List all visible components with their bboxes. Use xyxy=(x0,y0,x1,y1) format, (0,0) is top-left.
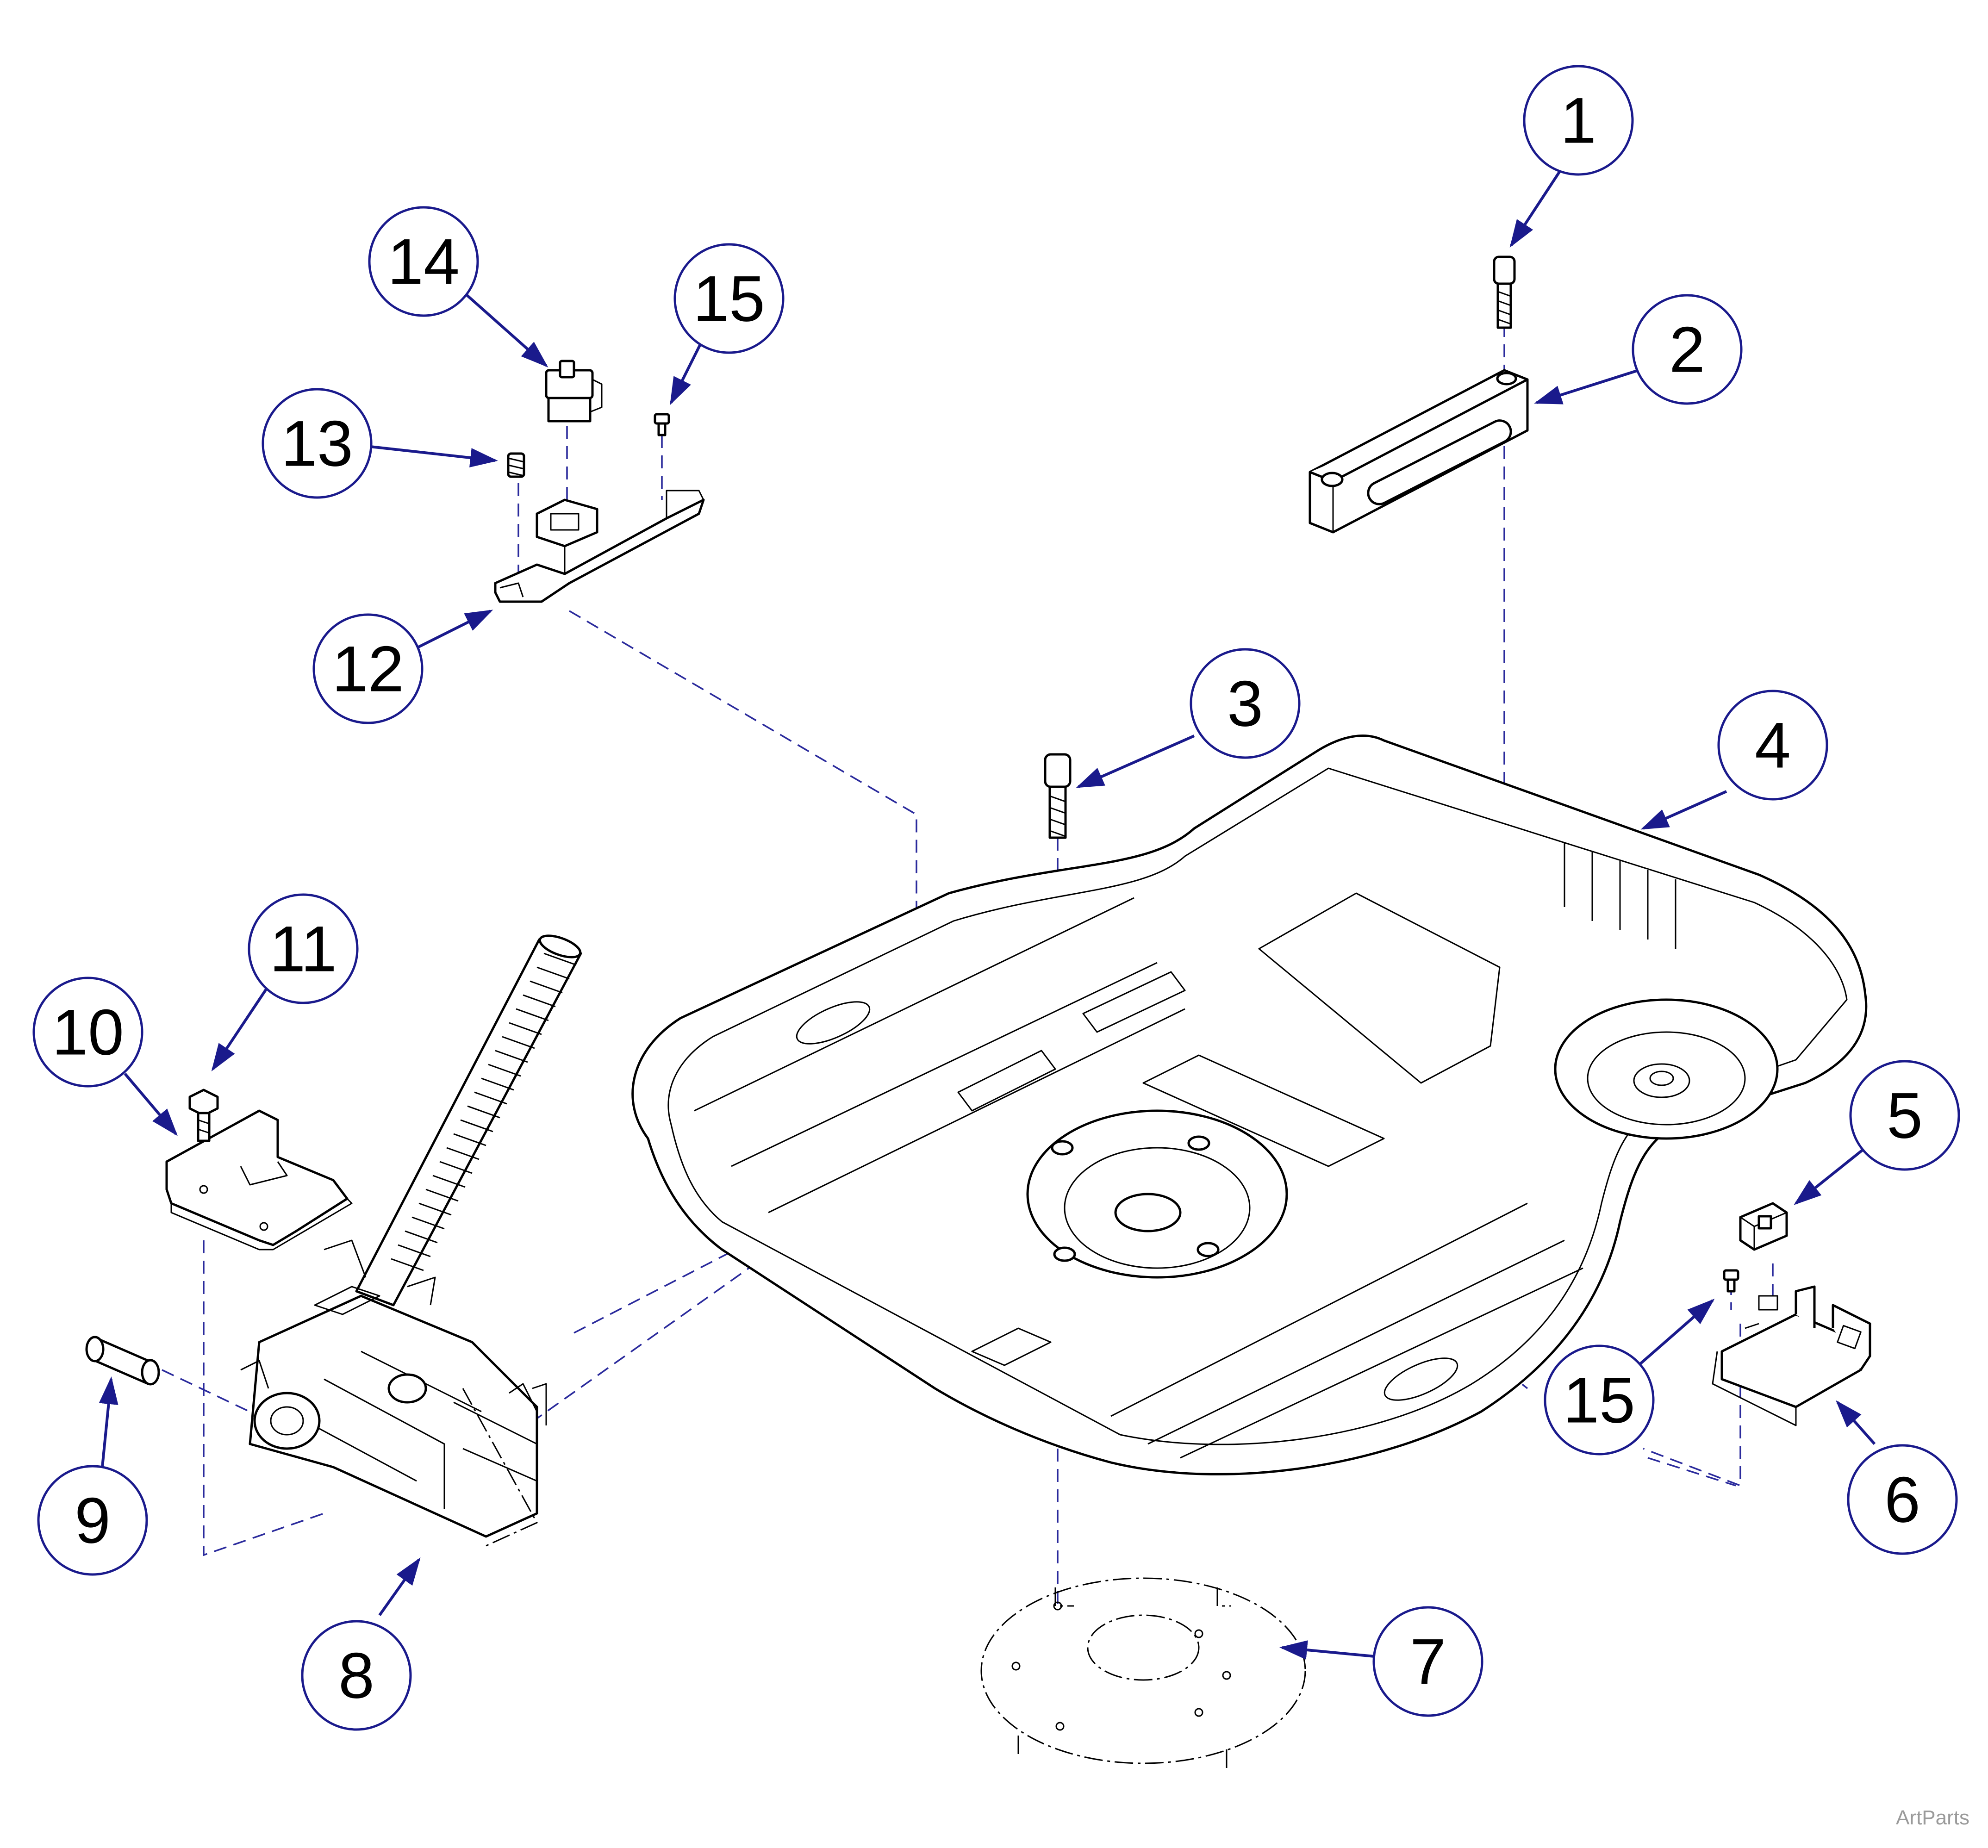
callout-5: 5 xyxy=(1849,1060,1960,1171)
bracket-part-6 xyxy=(1712,1285,1871,1426)
callout-2: 2 xyxy=(1632,294,1743,405)
callout-14: 14 xyxy=(368,206,479,317)
screw-part-15b xyxy=(1723,1269,1739,1293)
callout-5-label: 5 xyxy=(1887,1079,1923,1152)
callout-4-label: 4 xyxy=(1755,709,1791,782)
callout-1: 1 xyxy=(1523,65,1634,176)
switch-part-5 xyxy=(1739,1202,1788,1251)
pin-part-9 xyxy=(85,1336,160,1386)
callout-15a: 15 xyxy=(673,243,785,354)
callout-9: 9 xyxy=(37,1465,148,1576)
bracket-part-12 xyxy=(494,490,705,603)
callout-6: 6 xyxy=(1847,1444,1958,1555)
bracket-part-10 xyxy=(165,1109,353,1251)
callout-12-label: 12 xyxy=(332,633,404,705)
callout-11: 11 xyxy=(248,893,359,1004)
screw-part-1 xyxy=(1493,255,1516,329)
callout-8: 8 xyxy=(301,1620,412,1731)
callout-15b: 15 xyxy=(1544,1344,1655,1456)
base-housing-part-4 xyxy=(631,734,1868,1475)
screw-part-15a xyxy=(654,413,670,436)
screw-part-3 xyxy=(1044,753,1072,839)
callout-13-label: 13 xyxy=(281,407,353,480)
callout-4: 4 xyxy=(1717,690,1828,801)
callout-6-label: 6 xyxy=(1884,1463,1920,1536)
leader-lines xyxy=(99,170,1876,1660)
callout-11-label: 11 xyxy=(269,913,337,985)
spacer-part-2 xyxy=(1309,369,1529,534)
callout-8-label: 8 xyxy=(338,1639,374,1712)
callout-14-label: 14 xyxy=(387,225,460,298)
callout-3-label: 3 xyxy=(1227,667,1263,740)
callout-15a-label: 15 xyxy=(693,262,765,335)
callout-2-label: 2 xyxy=(1669,313,1705,386)
callout-7-label: 7 xyxy=(1410,1625,1446,1698)
callout-15b-label: 15 xyxy=(1563,1364,1635,1437)
bolt-part-11 xyxy=(188,1089,219,1142)
callout-7: 7 xyxy=(1372,1606,1483,1717)
callout-12: 12 xyxy=(312,613,424,724)
callout-3: 3 xyxy=(1190,648,1301,759)
callout-10: 10 xyxy=(32,977,143,1088)
base-plate-part-7 xyxy=(980,1577,1306,1768)
callout-13: 13 xyxy=(262,388,373,499)
callout-10-label: 10 xyxy=(52,996,124,1069)
watermark-text: ArtParts xyxy=(1896,1806,1969,1829)
callout-9-label: 9 xyxy=(75,1484,111,1557)
pushswitch-part-14 xyxy=(545,360,603,423)
actuator-part-8 xyxy=(240,934,582,1547)
callout-1-label: 1 xyxy=(1560,84,1596,157)
setscrew-part-13 xyxy=(507,452,525,478)
